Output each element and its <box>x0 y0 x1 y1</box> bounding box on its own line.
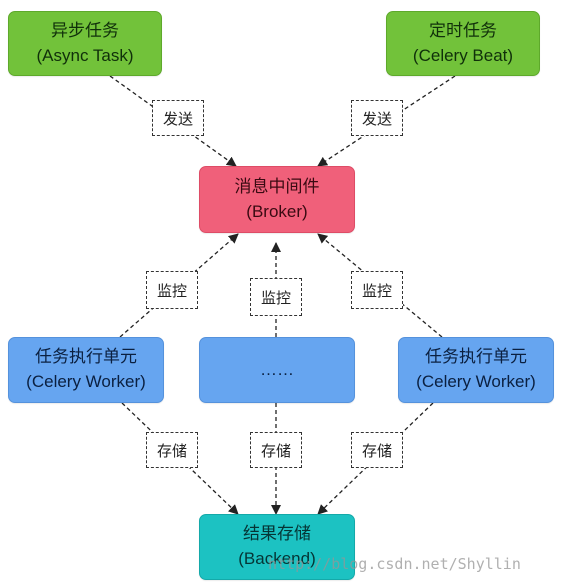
backend-subtitle: (Backend) <box>238 549 316 568</box>
worker-left-node: 任务执行单元 (Celery Worker) <box>8 337 164 403</box>
celery-beat-subtitle: (Celery Beat) <box>412 45 514 65</box>
worker-right-title: 任务执行单元 <box>425 347 527 367</box>
celery-beat-node: 定时任务 (Celery Beat) <box>386 11 540 76</box>
worker-left-title: 任务执行单元 <box>35 347 137 367</box>
edge-beat-to-broker <box>317 75 456 167</box>
edge-label-monitor-left: 监控 <box>146 271 198 309</box>
edge-label-send-left: 发送 <box>152 100 204 136</box>
edge-label-monitor-right: 监控 <box>351 271 403 309</box>
edge-label-store-left: 存储 <box>146 432 198 468</box>
worker-middle-ellipsis: …… <box>260 359 294 379</box>
async-task-subtitle: (Async Task) <box>36 45 134 65</box>
celery-beat-title: 定时任务 <box>429 20 497 40</box>
backend-node: 结果存储 (Backend) <box>199 514 355 580</box>
worker-middle-node: …… <box>199 337 355 403</box>
watermark-text: http://blog.csdn.net/Shyllin <box>268 555 521 573</box>
async-task-node: 异步任务 (Async Task) <box>8 11 162 76</box>
edge-label-store-middle: 存储 <box>250 432 302 468</box>
broker-node: 消息中间件 (Broker) <box>199 166 355 233</box>
backend-title: 结果存储 <box>243 524 311 544</box>
edge-label-monitor-middle: 监控 <box>250 278 302 316</box>
async-task-title: 异步任务 <box>51 20 119 40</box>
broker-subtitle: (Broker) <box>246 201 308 221</box>
edge-label-store-right: 存储 <box>351 432 403 468</box>
worker-right-node: 任务执行单元 (Celery Worker) <box>398 337 554 403</box>
worker-left-subtitle: (Celery Worker) <box>26 372 146 391</box>
edge-label-send-right: 发送 <box>351 100 403 136</box>
worker-right-subtitle: (Celery Worker) <box>416 372 536 391</box>
broker-title: 消息中间件 <box>234 176 320 196</box>
